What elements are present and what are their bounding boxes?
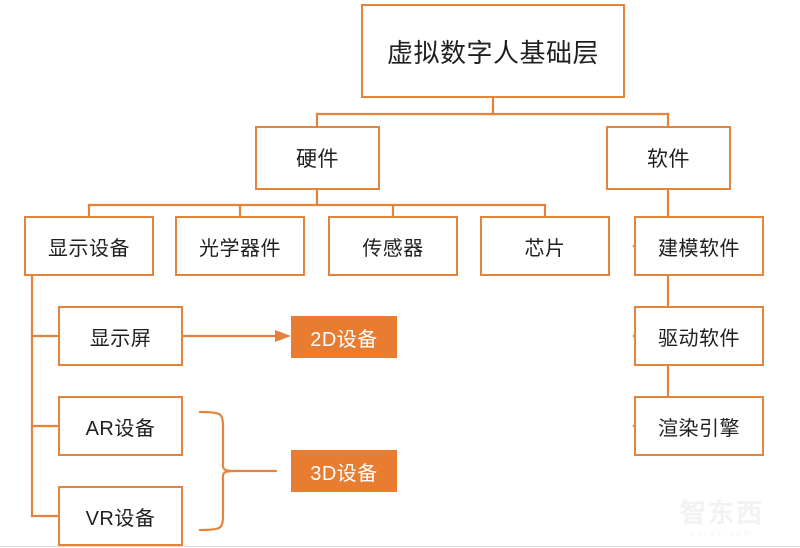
node-root[interactable]: 虚拟数字人基础层: [361, 4, 625, 98]
node-ar-device[interactable]: AR设备: [58, 396, 183, 456]
node-2d-device-label: 2D设备: [310, 328, 378, 351]
node-vr-device-label: VR设备: [85, 507, 156, 530]
node-3d-device[interactable]: 3D设备: [291, 450, 397, 492]
node-root-label: 虚拟数字人基础层: [386, 37, 599, 68]
node-software[interactable]: 软件: [606, 126, 731, 190]
node-hardware[interactable]: 硬件: [255, 126, 380, 190]
node-driver-software-label: 驱动软件: [658, 327, 740, 350]
node-3d-device-label: 3D设备: [310, 462, 378, 485]
node-chip[interactable]: 芯片: [480, 216, 610, 276]
node-display-device[interactable]: 显示设备: [24, 216, 154, 276]
node-2d-device[interactable]: 2D设备: [291, 316, 397, 358]
node-display-device-label: 显示设备: [48, 237, 130, 260]
node-ar-device-label: AR设备: [85, 417, 156, 440]
node-vr-device[interactable]: VR设备: [58, 486, 183, 546]
brace-3d: [198, 410, 278, 532]
node-optical-component[interactable]: 光学器件: [175, 216, 305, 276]
node-sensor-label: 传感器: [362, 237, 424, 260]
node-software-label: 软件: [647, 148, 690, 171]
node-modeling-software[interactable]: 建模软件: [634, 216, 764, 276]
arrowhead-2d: [275, 330, 291, 342]
watermark-domain: zhidx.com: [690, 529, 753, 538]
node-driver-software[interactable]: 驱动软件: [634, 306, 764, 366]
node-modeling-software-label: 建模软件: [658, 237, 740, 260]
node-chip-label: 芯片: [524, 237, 566, 260]
node-render-engine[interactable]: 渲染引擎: [634, 396, 764, 456]
node-screen-label: 显示屏: [89, 327, 152, 350]
watermark-brand: 智东西: [680, 498, 764, 528]
watermark-logo: 智东西 zhidx.com: [680, 498, 764, 538]
node-hardware-label: 硬件: [296, 148, 339, 171]
node-screen[interactable]: 显示屏: [58, 306, 183, 366]
node-render-engine-label: 渲染引擎: [658, 417, 740, 440]
node-sensor[interactable]: 传感器: [328, 216, 458, 276]
node-optical-component-label: 光学器件: [199, 237, 281, 260]
